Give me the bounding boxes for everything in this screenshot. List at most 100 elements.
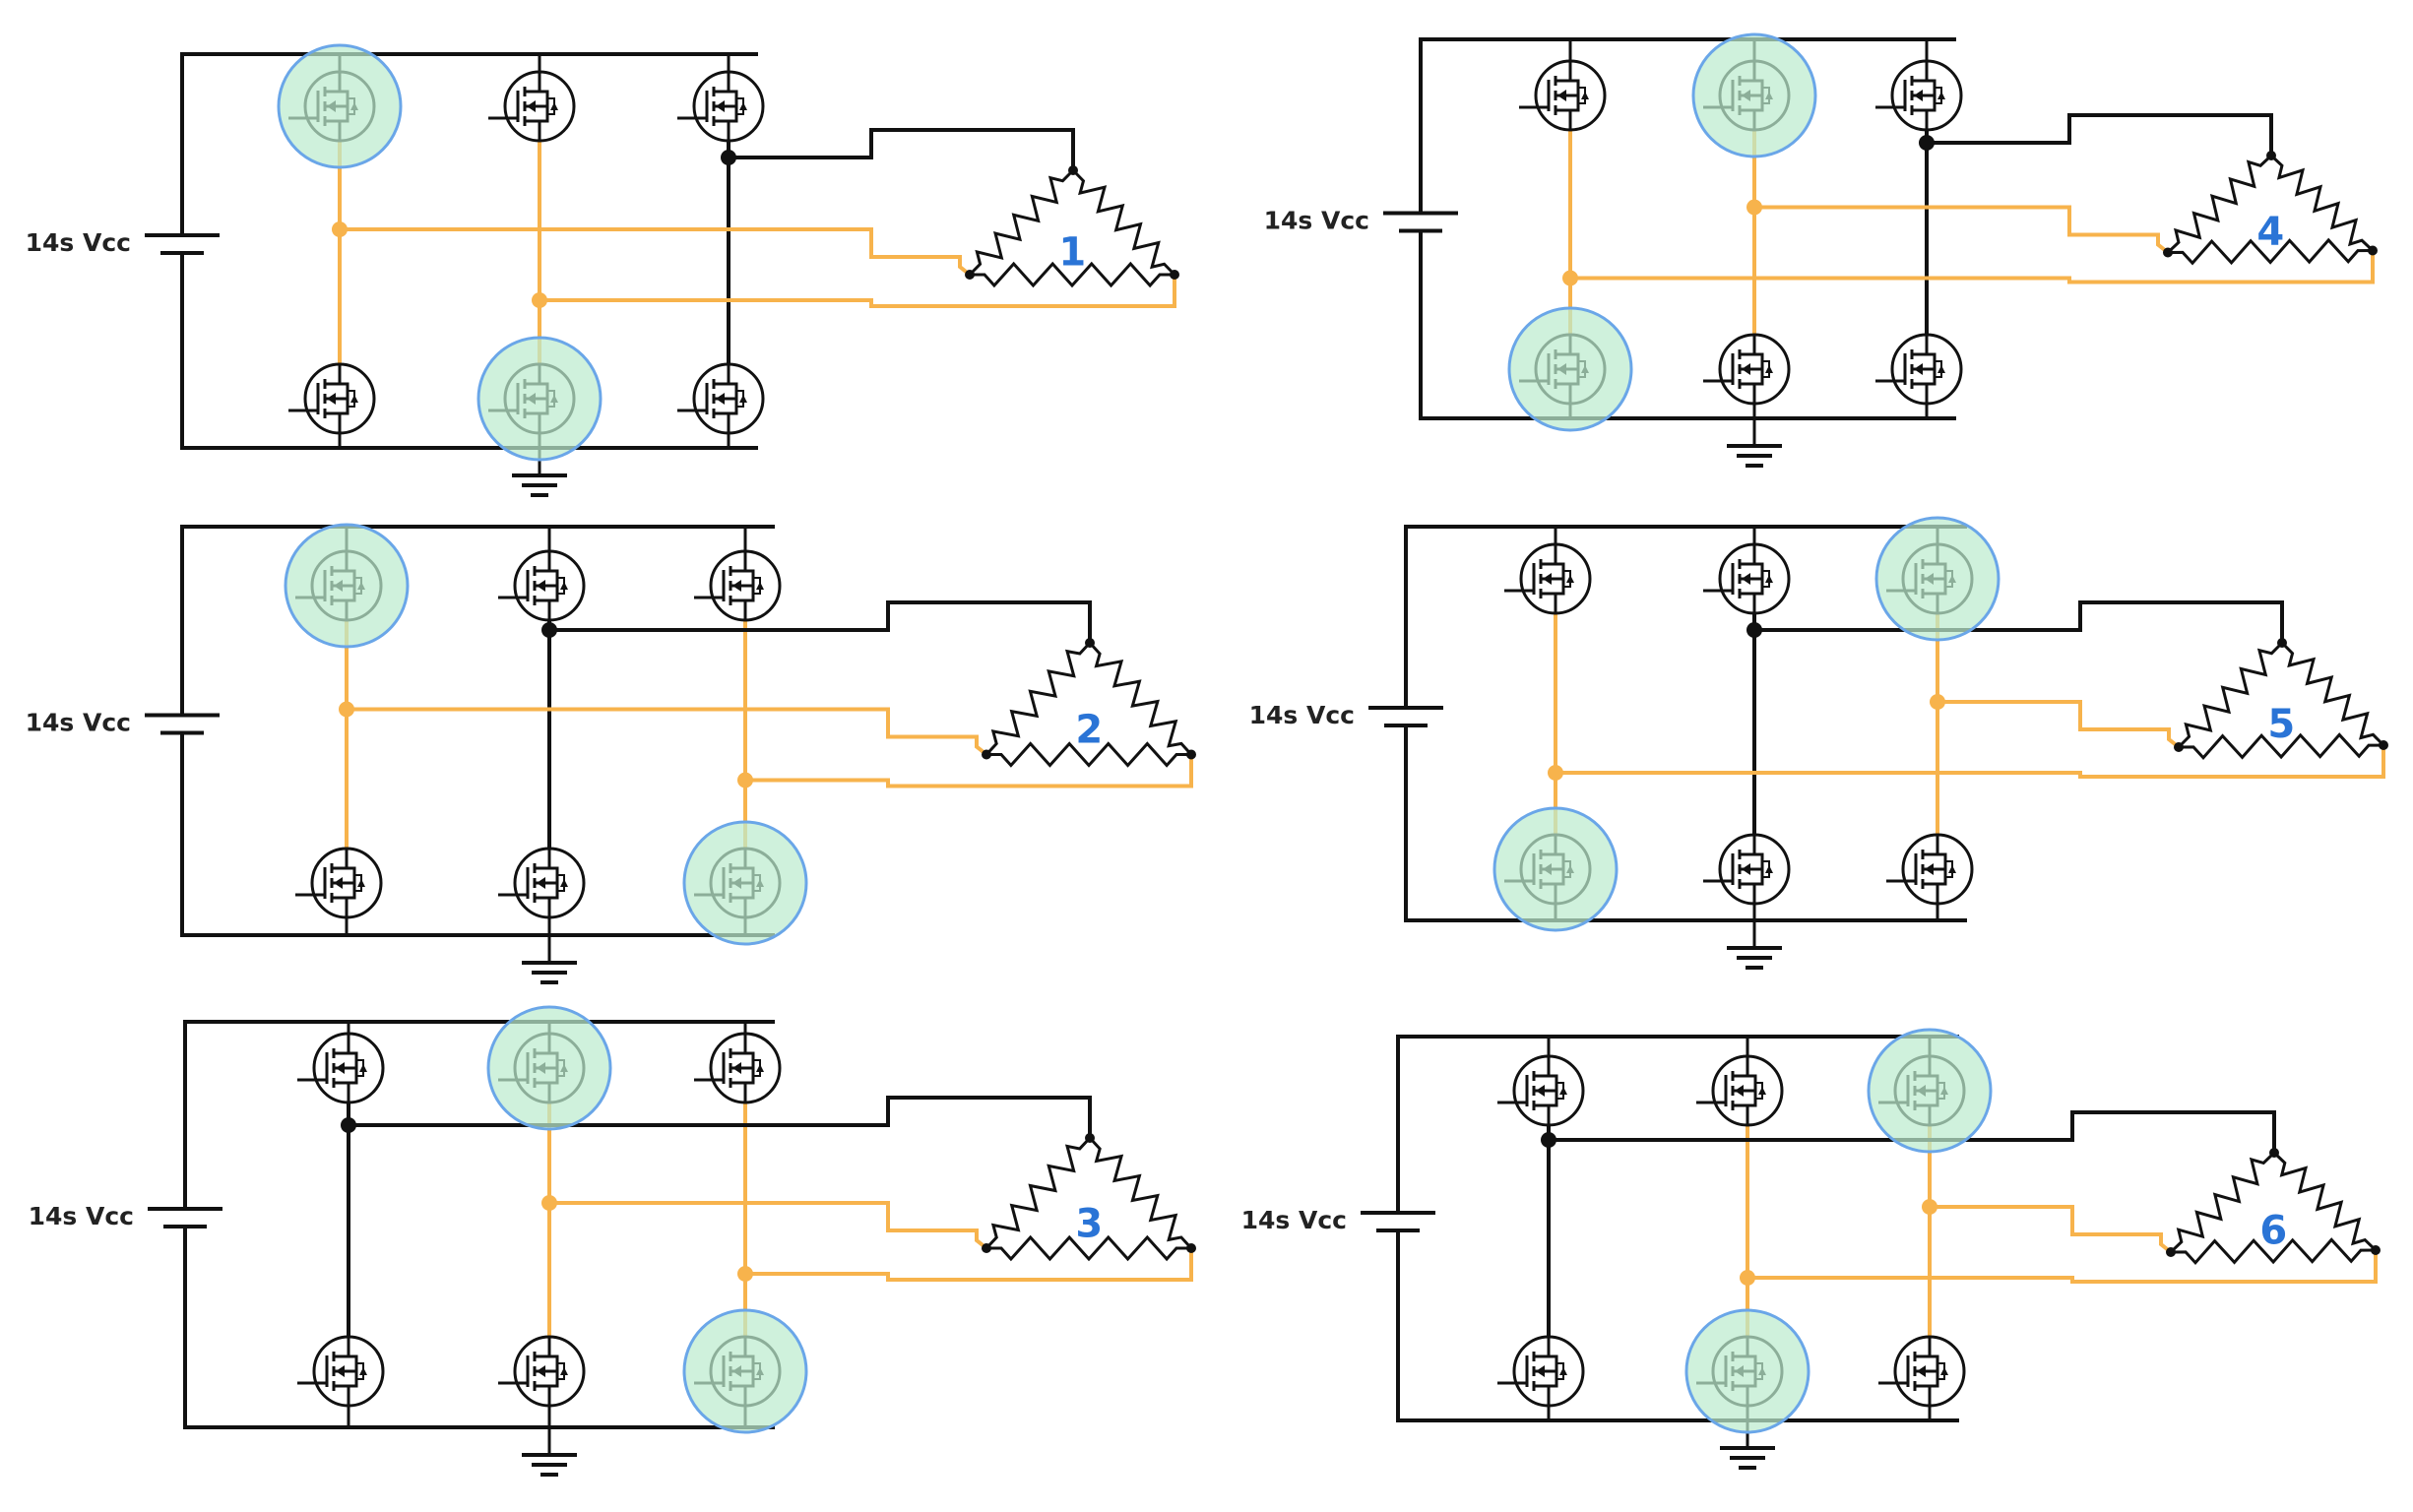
active-phase-lead [745, 1248, 1193, 1282]
mosfet-diode-arrow [1559, 1087, 1567, 1095]
mosfet-icon [498, 549, 586, 622]
phase-node [1541, 1132, 1556, 1148]
mosfet-arrow [1543, 573, 1552, 585]
winding-terminal [1186, 1243, 1196, 1253]
mosfet-arrow [716, 100, 725, 112]
winding-terminal [2174, 742, 2184, 752]
mosfet-icon [295, 847, 383, 919]
mosfet-arrow [1914, 90, 1923, 101]
mosfet-diode-arrow [560, 582, 568, 590]
phase-node [339, 701, 354, 718]
mosfet-diode-arrow [1937, 92, 1945, 99]
winding-bc [2178, 732, 2384, 761]
battery-gap [1376, 706, 1435, 727]
mosfet-arrow [716, 393, 725, 405]
battery-icon [1368, 706, 1443, 727]
mosfet-diode-arrow [739, 395, 747, 403]
mosfet-diode-arrow [1940, 1367, 1948, 1375]
floating-phase-lead [1754, 600, 2284, 643]
active-phase-lead [1937, 700, 2181, 749]
phase-node [1930, 694, 1945, 710]
mosfet-diode-arrow [739, 102, 747, 110]
mosfet-diode-arrow [1948, 865, 1956, 873]
supply-label: 14s Vcc [1249, 701, 1355, 729]
battery-gap [153, 713, 212, 735]
mosfet-icon [1519, 59, 1607, 132]
mosfet-icon [498, 847, 586, 919]
floating-phase-lead [549, 600, 1092, 643]
winding-terminal [1068, 165, 1078, 175]
active-low-side-highlight [682, 1308, 808, 1434]
phase-node [332, 221, 348, 237]
winding-terminal [1170, 270, 1179, 280]
supply-label: 14s Vcc [1264, 207, 1369, 235]
mosfet-icon [498, 1335, 586, 1408]
mosfet-icon [677, 70, 765, 143]
winding-terminal [965, 270, 975, 280]
delta-winding-icon [982, 638, 1196, 768]
battery-gap [156, 1207, 215, 1228]
active-high-side-highlight [1874, 516, 2000, 642]
winding-bc [2170, 1237, 2377, 1266]
active-phase-lead [1570, 250, 2375, 284]
active-phase-lead [549, 1201, 988, 1250]
supply-rails [180, 52, 758, 450]
mosfet-arrow [1742, 363, 1750, 375]
mosfet-diode-arrow [1559, 1367, 1567, 1375]
step-number: 4 [2256, 210, 2284, 255]
active-low-side-highlight [682, 820, 808, 946]
winding-ab [968, 168, 1075, 277]
active-phase-lead [1930, 1205, 2173, 1254]
winding-ab [984, 1136, 1092, 1250]
phase-node [1746, 199, 1762, 216]
mosfet-icon [1875, 333, 1963, 406]
winding-bc [986, 741, 1191, 768]
winding-ac [2280, 641, 2385, 747]
winding-ab [984, 641, 1092, 756]
winding-bc [986, 1234, 1191, 1262]
ground-icon [1727, 920, 1782, 970]
phase-node [737, 772, 753, 788]
mosfet-diode-arrow [359, 1367, 367, 1375]
winding-ac [1071, 168, 1176, 277]
mosfet-arrow [1742, 863, 1750, 875]
phase-node [1746, 622, 1762, 638]
winding-terminal [1186, 749, 1196, 760]
mosfet-arrow [1914, 363, 1923, 375]
mosfet-arrow [537, 1365, 545, 1377]
mosfet-arrow [1536, 1365, 1545, 1377]
active-phase-lead [540, 275, 1176, 308]
active-low-side-highlight [1492, 806, 1619, 932]
active-high-side-highlight [284, 523, 410, 649]
mosfet-icon [297, 1032, 385, 1104]
winding-ab [2169, 1151, 2276, 1254]
mosfet-arrow [732, 580, 741, 592]
battery-icon [148, 1207, 222, 1228]
phase-node [1919, 135, 1935, 151]
winding-terminal [1085, 1133, 1095, 1143]
mosfet-icon [488, 70, 576, 143]
mosfet-diode-arrow [1937, 365, 1945, 373]
mosfet-icon [1878, 1335, 1966, 1408]
battery-icon [1361, 1211, 1435, 1232]
supply-label: 14s Vcc [26, 709, 131, 737]
winding-terminal [2163, 247, 2173, 258]
mosfet-icon [1696, 1054, 1784, 1127]
mosfet-arrow [1917, 1365, 1926, 1377]
mosfet-diode-arrow [550, 102, 558, 110]
winding-terminal [2269, 1148, 2279, 1158]
mosfet-icon [1886, 833, 1974, 906]
mosfet-diode-arrow [359, 1064, 367, 1072]
active-high-side-highlight [1691, 32, 1817, 158]
ground-icon [1727, 418, 1782, 468]
active-low-side-highlight [1507, 306, 1633, 432]
phase-node [541, 1195, 557, 1211]
step-number: 2 [1075, 708, 1103, 753]
winding-terminal [2368, 245, 2378, 256]
mosfet-arrow [1536, 1085, 1545, 1097]
winding-ac [1088, 1136, 1193, 1250]
mosfet-arrow [537, 580, 545, 592]
